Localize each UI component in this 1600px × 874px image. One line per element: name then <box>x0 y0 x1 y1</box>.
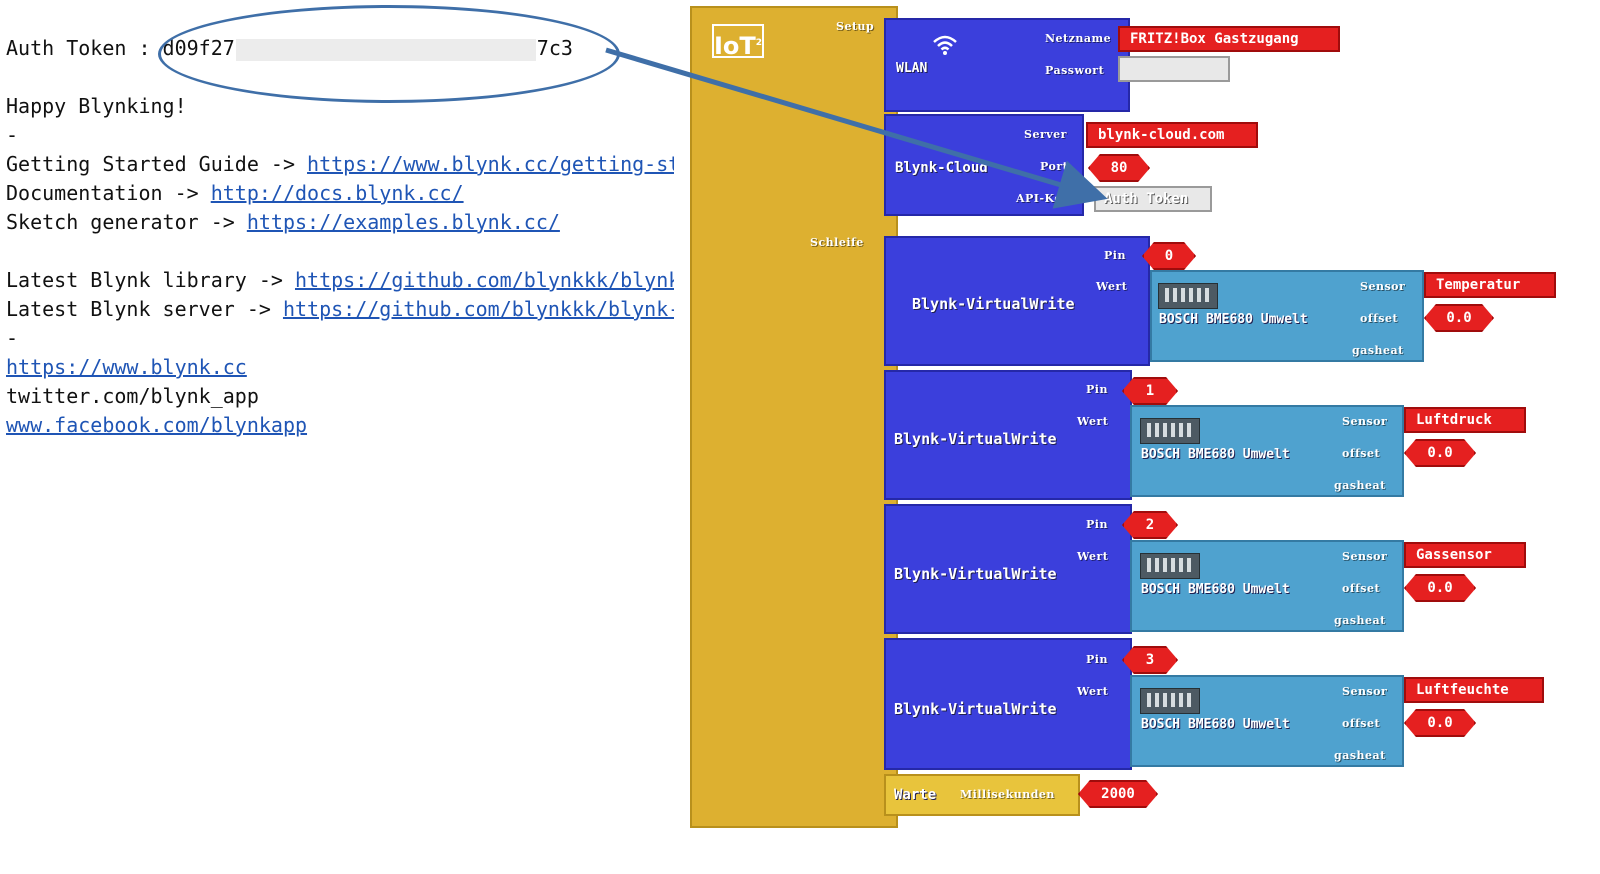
wlan-title: WLAN <box>896 61 928 76</box>
sketch-label: Sketch generator -> <box>6 210 247 234</box>
netname-field[interactable]: FRITZ!Box Gastzugang <box>1118 26 1340 52</box>
wert-label: Wert <box>1077 685 1109 698</box>
pin-value[interactable]: 3 <box>1122 646 1178 674</box>
port-label: Port <box>1040 160 1069 173</box>
pin-label: Pin <box>1086 653 1108 666</box>
sketch-link[interactable]: https://examples.blynk.cc/ <box>246 210 560 234</box>
gasheat-label: gasheat <box>1334 479 1386 492</box>
virtualwrite-block[interactable] <box>884 504 1132 634</box>
virtualwrite-title: Blynk-VirtualWrite <box>894 565 1057 583</box>
iot-logo: IoT2 <box>712 24 764 60</box>
gasheat-label: gasheat <box>1334 614 1386 627</box>
wifi-icon <box>933 35 957 55</box>
virtualwrite-title: Blynk-VirtualWrite <box>894 430 1057 448</box>
chip-icon <box>1140 553 1200 579</box>
docs-label: Documentation -> <box>6 181 211 205</box>
library-link[interactable]: https://github.com/blynkkk/blynk-library… <box>294 268 674 292</box>
sensor-select[interactable]: Gassensor <box>1404 542 1526 568</box>
netname-label: Netzname <box>1045 32 1112 45</box>
sensor-select[interactable]: Luftdruck <box>1404 407 1526 433</box>
sensor-select[interactable]: Temperatur <box>1424 272 1556 298</box>
gasheat-label: gasheat <box>1334 749 1386 762</box>
api-key-label: API-Key <box>1016 192 1069 205</box>
password-label: Passwort <box>1045 64 1105 77</box>
guide-link[interactable]: https://www.blynk.cc/getting-started <box>307 152 674 176</box>
server-link[interactable]: https://github.com/blynkkk/blynk-server/… <box>282 297 674 321</box>
sensor-label: Sensor <box>1342 415 1388 428</box>
sensor-label: Sensor <box>1342 685 1388 698</box>
sensor-block-title: BOSCH BME680 Umwelt <box>1159 312 1308 327</box>
server-field[interactable]: blynk-cloud.com <box>1086 122 1258 148</box>
setup-block[interactable] <box>690 6 898 828</box>
wert-label: Wert <box>1077 415 1109 428</box>
virtualwrite-block[interactable] <box>884 370 1132 500</box>
auth-token-label: Auth Token : <box>6 36 163 60</box>
guide-label: Getting Started Guide -> <box>6 152 308 176</box>
twitter-text: twitter.com/blynk_app <box>6 384 259 408</box>
sensor-label: Sensor <box>1360 280 1406 293</box>
pin-value[interactable]: 0 <box>1142 242 1196 270</box>
pin-label: Pin <box>1104 249 1126 262</box>
sensor-block-title: BOSCH BME680 Umwelt <box>1141 582 1290 597</box>
loop-label: Schleife <box>810 236 864 249</box>
pin-value[interactable]: 2 <box>1122 511 1178 539</box>
sensor-label: Sensor <box>1342 550 1388 563</box>
docs-link[interactable]: http://docs.blynk.cc/ <box>210 181 464 205</box>
virtualwrite-title: Blynk-VirtualWrite <box>912 295 1075 313</box>
sensor-block-title: BOSCH BME680 Umwelt <box>1141 717 1290 732</box>
library-label: Latest Blynk library -> <box>6 268 295 292</box>
port-field[interactable]: 80 <box>1088 154 1150 182</box>
wert-label: Wert <box>1096 280 1128 293</box>
server-label: Latest Blynk server -> <box>6 297 283 321</box>
token-highlight-oval <box>158 5 620 103</box>
api-key-field[interactable]: Auth Token <box>1094 186 1212 212</box>
wait-block[interactable] <box>884 774 1080 816</box>
offset-label: offset <box>1360 312 1399 325</box>
offset-value[interactable]: 0.0 <box>1404 439 1476 467</box>
server-line: Latest Blynk server -> https://github.co… <box>6 296 674 322</box>
chip-icon <box>1140 688 1200 714</box>
pin-label: Pin <box>1086 383 1108 396</box>
milliseconds-label: Millisekunden <box>960 788 1055 801</box>
server-label: Server <box>1024 128 1067 141</box>
sensor-select[interactable]: Luftfeuchte <box>1404 677 1544 703</box>
setup-label: Setup <box>836 20 875 33</box>
virtualwrite-block[interactable] <box>884 638 1132 770</box>
offset-label: offset <box>1342 582 1381 595</box>
docs-line: Documentation -> http://docs.blynk.cc/ <box>6 180 464 206</box>
pin-label: Pin <box>1086 518 1108 531</box>
offset-label: offset <box>1342 717 1381 730</box>
offset-value[interactable]: 0.0 <box>1404 709 1476 737</box>
offset-value[interactable]: 0.0 <box>1404 574 1476 602</box>
separator-dash-2: - <box>6 326 19 350</box>
guide-line: Getting Started Guide -> https://www.bly… <box>6 151 674 177</box>
site-link[interactable]: https://www.blynk.cc <box>6 355 247 379</box>
chip-icon <box>1140 418 1200 444</box>
offset-label: offset <box>1342 447 1381 460</box>
sketch-line: Sketch generator -> https://examples.bly… <box>6 209 560 235</box>
gasheat-label: gasheat <box>1352 344 1404 357</box>
virtualwrite-block[interactable] <box>884 236 1150 366</box>
separator-dash: - <box>6 123 19 147</box>
password-field[interactable] <box>1118 56 1230 82</box>
chip-icon <box>1158 283 1218 309</box>
wait-value[interactable]: 2000 <box>1078 780 1158 808</box>
library-line: Latest Blynk library -> https://github.c… <box>6 267 674 293</box>
offset-value[interactable]: 0.0 <box>1424 304 1494 332</box>
facebook-link[interactable]: www.facebook.com/blynkapp <box>6 413 308 437</box>
wert-label: Wert <box>1077 550 1109 563</box>
happy-text: Happy Blynking! <box>6 94 187 118</box>
cloud-title: Blynk-Cloud <box>895 160 988 176</box>
wait-title: Warte <box>894 787 937 803</box>
virtualwrite-title: Blynk-VirtualWrite <box>894 700 1057 718</box>
pin-value[interactable]: 1 <box>1122 377 1178 405</box>
sensor-block-title: BOSCH BME680 Umwelt <box>1141 447 1290 462</box>
